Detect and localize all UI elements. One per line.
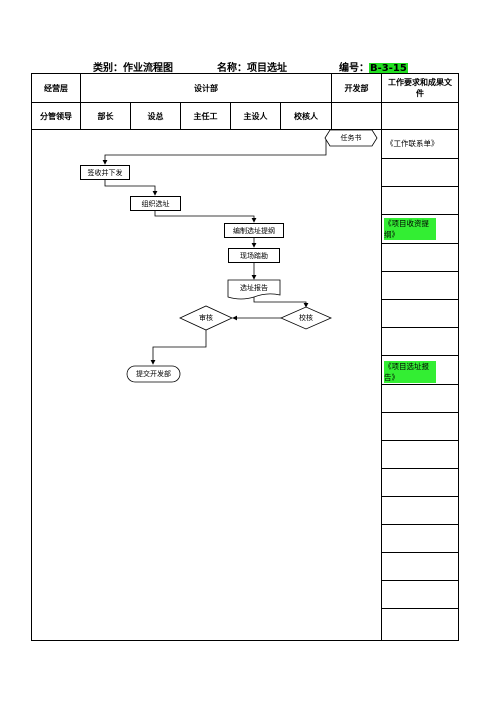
review-diamond <box>179 305 233 331</box>
node-organize: 组织选址 <box>130 196 181 211</box>
doc-work-contact: 《工作联系单》 <box>386 139 439 148</box>
docs-row <box>381 214 459 244</box>
doc-code-label: 编号： <box>339 63 369 74</box>
submit-terminal <box>126 365 181 383</box>
doc-site-report: 《项目选址报告》 <box>384 361 436 383</box>
header-docs-blank <box>381 102 459 130</box>
docs-row <box>381 524 459 553</box>
docs-row <box>381 552 459 581</box>
docs-row <box>381 412 459 441</box>
docs-column-divider <box>381 129 382 641</box>
node-review-label: 审核 <box>199 314 213 322</box>
node-report-label: 选址报告 <box>240 284 268 292</box>
docs-row <box>381 158 459 187</box>
node-submit-label: 提交开发部 <box>136 370 171 378</box>
docs-row <box>381 271 459 300</box>
docs-row <box>381 384 459 413</box>
docs-row <box>381 496 459 525</box>
task-hexagon <box>324 129 378 147</box>
docs-row <box>381 440 459 469</box>
doc-data-outline: 《项目收资提纲》 <box>384 218 436 240</box>
node-outline: 编制选址提纲 <box>224 223 284 238</box>
node-survey: 现场踏勘 <box>228 248 280 263</box>
docs-row <box>381 243 459 272</box>
doc-name: 名称：项目选址 <box>217 63 287 74</box>
doc-code: 编号：B-3-15 <box>339 59 408 74</box>
docs-row <box>381 327 459 356</box>
docs-row <box>381 468 459 497</box>
check-diamond <box>280 306 332 330</box>
doc-category: 类别：作业流程图 <box>93 63 173 74</box>
docs-row <box>381 355 459 385</box>
node-sign: 签收并下发 <box>80 165 130 180</box>
docs-row <box>381 580 459 609</box>
docs-row <box>381 186 459 215</box>
node-check-label: 校核 <box>299 314 313 322</box>
docs-row <box>381 299 459 328</box>
doc-code-value: B-3-15 <box>369 63 408 74</box>
report-document-shape <box>227 279 281 300</box>
docs-row <box>381 130 459 159</box>
node-task-label: 任务书 <box>340 134 362 142</box>
